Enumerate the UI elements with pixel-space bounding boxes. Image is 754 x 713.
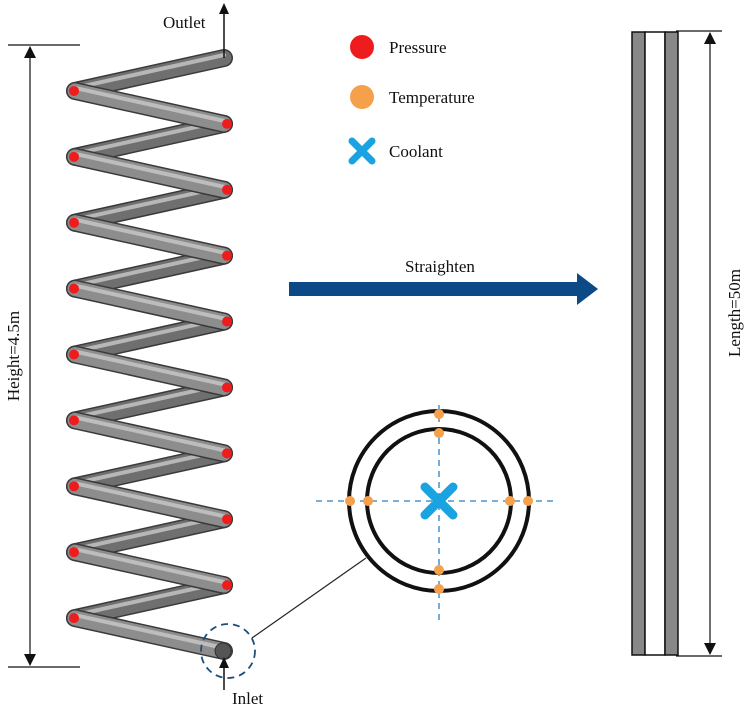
legend-label-pressure: Pressure (389, 38, 447, 57)
coil-front-segment (66, 147, 233, 199)
pressure-point (69, 151, 79, 162)
coil-front-segment (66, 477, 233, 529)
legend-label-temperature: Temperature (389, 88, 475, 107)
red-dot-icon (350, 35, 374, 59)
inlet-arrow (219, 657, 229, 690)
pressure-point (222, 184, 232, 195)
pressure-point (69, 613, 79, 624)
temperature-points (345, 409, 533, 594)
pressure-point (222, 118, 232, 129)
pressure-point (222, 580, 232, 591)
blue-cross-icon (348, 137, 376, 165)
orange-dot-icon (350, 85, 374, 109)
coil-front-segment (66, 543, 233, 595)
pressure-point (222, 316, 232, 327)
pressure-point (222, 448, 232, 459)
pressure-point (69, 349, 79, 360)
pipe-cross-section (316, 405, 556, 625)
height-label: Height=4.5m (4, 311, 23, 401)
pressure-point (69, 85, 79, 96)
outlet-label: Outlet (163, 13, 206, 32)
legend-item-coolant: Coolant (348, 137, 443, 165)
pressure-point (69, 217, 79, 228)
pressure-point (69, 415, 79, 426)
length-dimension: Length=50m (676, 30, 744, 657)
straight-pipe (631, 31, 679, 656)
coil-front-segment (66, 213, 233, 265)
pressure-point (69, 481, 79, 492)
coil-front-segment (66, 345, 233, 397)
coil-front-segment (66, 609, 233, 660)
legend-label-coolant: Coolant (389, 142, 443, 161)
coolant-cross-icon (420, 482, 458, 520)
legend-item-temperature: Temperature (350, 85, 475, 109)
pressure-points (69, 85, 232, 624)
coil-front-segment (66, 81, 233, 133)
length-label: Length=50m (725, 269, 744, 357)
height-dimension: Height=4.5m (4, 44, 80, 668)
helical-coil (66, 49, 233, 660)
straighten-arrow (289, 273, 598, 305)
coil-back-segment (66, 49, 233, 100)
inlet-label: Inlet (232, 689, 263, 708)
detail-leader-line (251, 557, 367, 639)
pressure-point (69, 547, 79, 558)
outlet-arrow (219, 3, 229, 58)
inlet-highlight-circle (200, 623, 256, 679)
straighten-label: Straighten (405, 257, 475, 276)
legend: Pressure Temperature Coolant (348, 35, 475, 165)
pressure-point (222, 250, 232, 261)
legend-item-pressure: Pressure (350, 35, 447, 59)
pressure-point (69, 283, 79, 294)
coil-front-segment (66, 279, 233, 331)
pressure-point (222, 382, 232, 393)
coil-front-segment (66, 411, 233, 463)
inlet-opening (214, 642, 232, 660)
pressure-point (222, 514, 232, 525)
